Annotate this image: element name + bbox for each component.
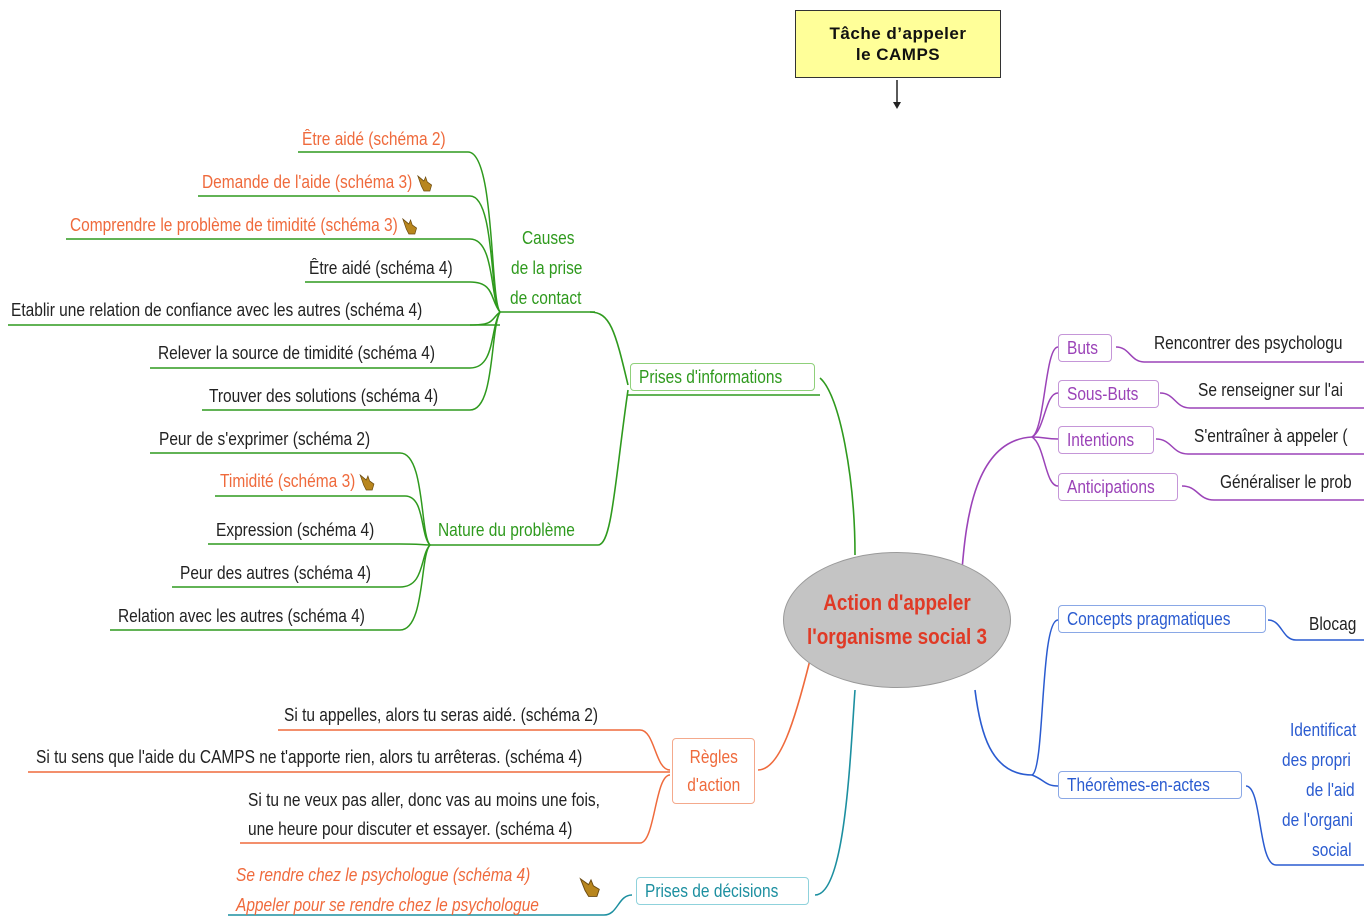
cause-item[interactable]: Comprendre le problème de timidité (sché… [70, 215, 420, 235]
cause-item[interactable]: Relever la source de timidité (schéma 4) [158, 343, 436, 363]
cause-item[interactable]: Demande de l'aide (schéma 3) [202, 172, 435, 192]
theoreme-line: de l'organi [1282, 810, 1353, 830]
central-topic-line2: l'organisme social 3 [806, 624, 988, 649]
subtopic-causes-line3: de contact [510, 288, 582, 308]
subtopic-causes-line2: de la prise [511, 258, 583, 278]
nature-item[interactable]: Peur de s'exprimer (schéma 2) [159, 429, 371, 449]
goal-item[interactable]: Rencontrer des psychologu [1154, 333, 1343, 353]
topic-concepts-pragmatiques[interactable]: Concepts pragmatiques [1058, 605, 1267, 633]
task-box-line1: Tâche d’appeler [829, 24, 967, 43]
cause-item-label: Comprendre le problème de timidité (sché… [70, 215, 398, 235]
cause-item[interactable]: Être aidé (schéma 4) [309, 258, 453, 278]
topic-theoremes-en-actes-label: Théorèmes-en-actes [1067, 775, 1210, 795]
cause-item[interactable]: Etablir une relation de confiance avec l… [11, 300, 423, 320]
topic-prises-decisions[interactable]: Prises de décisions [636, 877, 810, 905]
thumbs-up-icon [402, 218, 418, 235]
topic-buts-label: Buts [1067, 338, 1098, 358]
nature-item[interactable]: Relation avec les autres (schéma 4) [118, 606, 365, 626]
theoreme-line: de l'aid [1306, 780, 1355, 800]
regle-item[interactable]: Si tu appelles, alors tu seras aidé. (sc… [284, 705, 599, 725]
central-topic[interactable]: Action d'appeler l'organisme social 3 [783, 552, 1011, 688]
thumbs-up-icon [359, 474, 375, 491]
thumbs-up-icon [579, 877, 600, 897]
topic-regles-action[interactable]: Règles d'action [672, 738, 756, 804]
nature-item[interactable]: Timidité (schéma 3) [220, 471, 378, 491]
topic-sous-buts-label: Sous-Buts [1067, 384, 1139, 404]
nature-item[interactable]: Peur des autres (schéma 4) [180, 563, 372, 583]
theoreme-line: Identificat [1290, 720, 1357, 740]
subtopic-nature-probleme[interactable]: Nature du problème [438, 520, 575, 540]
topic-intentions[interactable]: Intentions [1058, 426, 1155, 454]
theoreme-line: social [1312, 840, 1352, 860]
nature-item-label: Timidité (schéma 3) [220, 471, 356, 491]
topic-regles-action-line1: Règles [689, 747, 738, 767]
cause-item-label: Demande de l'aide (schéma 3) [202, 172, 413, 192]
task-box-line2: le CAMPS [855, 45, 941, 64]
regle-item[interactable]: Si tu sens que l'aide du CAMPS ne t'appo… [36, 747, 583, 767]
subtopic-causes-line1: Causes [522, 228, 575, 248]
goal-item[interactable]: S'entraîner à appeler ( [1194, 426, 1348, 446]
topic-intentions-label: Intentions [1067, 430, 1135, 450]
cause-item[interactable]: Trouver des solutions (schéma 4) [209, 386, 439, 406]
decision-item[interactable]: Appeler pour se rendre chez le psycholog… [236, 895, 539, 915]
regle-item-line2[interactable]: une heure pour discuter et essayer. (sch… [248, 819, 573, 839]
theoreme-line: des propri [1282, 750, 1351, 770]
topic-regles-action-line2: d'action [687, 775, 741, 795]
topic-prises-informations[interactable]: Prises d'informations [630, 363, 815, 391]
concept-item[interactable]: Blocag [1309, 614, 1357, 634]
nature-item[interactable]: Expression (schéma 4) [216, 520, 375, 540]
topic-sous-buts[interactable]: Sous-Buts [1058, 380, 1160, 408]
topic-theoremes-en-actes[interactable]: Théorèmes-en-actes [1058, 771, 1243, 799]
topic-concepts-pragmatiques-label: Concepts pragmatiques [1067, 609, 1231, 629]
topic-prises-informations-label: Prises d'informations [639, 367, 783, 387]
task-box: Tâche d’appeler le CAMPS [795, 10, 1001, 78]
topic-buts[interactable]: Buts [1058, 334, 1113, 362]
decision-item[interactable]: Se rendre chez le psychologue (schéma 4) [236, 865, 531, 885]
goal-item[interactable]: Généraliser le prob [1220, 472, 1352, 492]
cause-item[interactable]: Être aidé (schéma 2) [302, 129, 446, 149]
topic-anticipations-label: Anticipations [1067, 477, 1155, 497]
central-topic-line1: Action d'appeler [823, 590, 971, 615]
topic-prises-decisions-label: Prises de décisions [645, 881, 779, 901]
regle-item-line1[interactable]: Si tu ne veux pas aller, donc vas au moi… [248, 790, 600, 810]
goal-item[interactable]: Se renseigner sur l'ai [1198, 380, 1343, 400]
thumbs-up-icon [416, 175, 432, 192]
topic-anticipations[interactable]: Anticipations [1058, 473, 1179, 501]
